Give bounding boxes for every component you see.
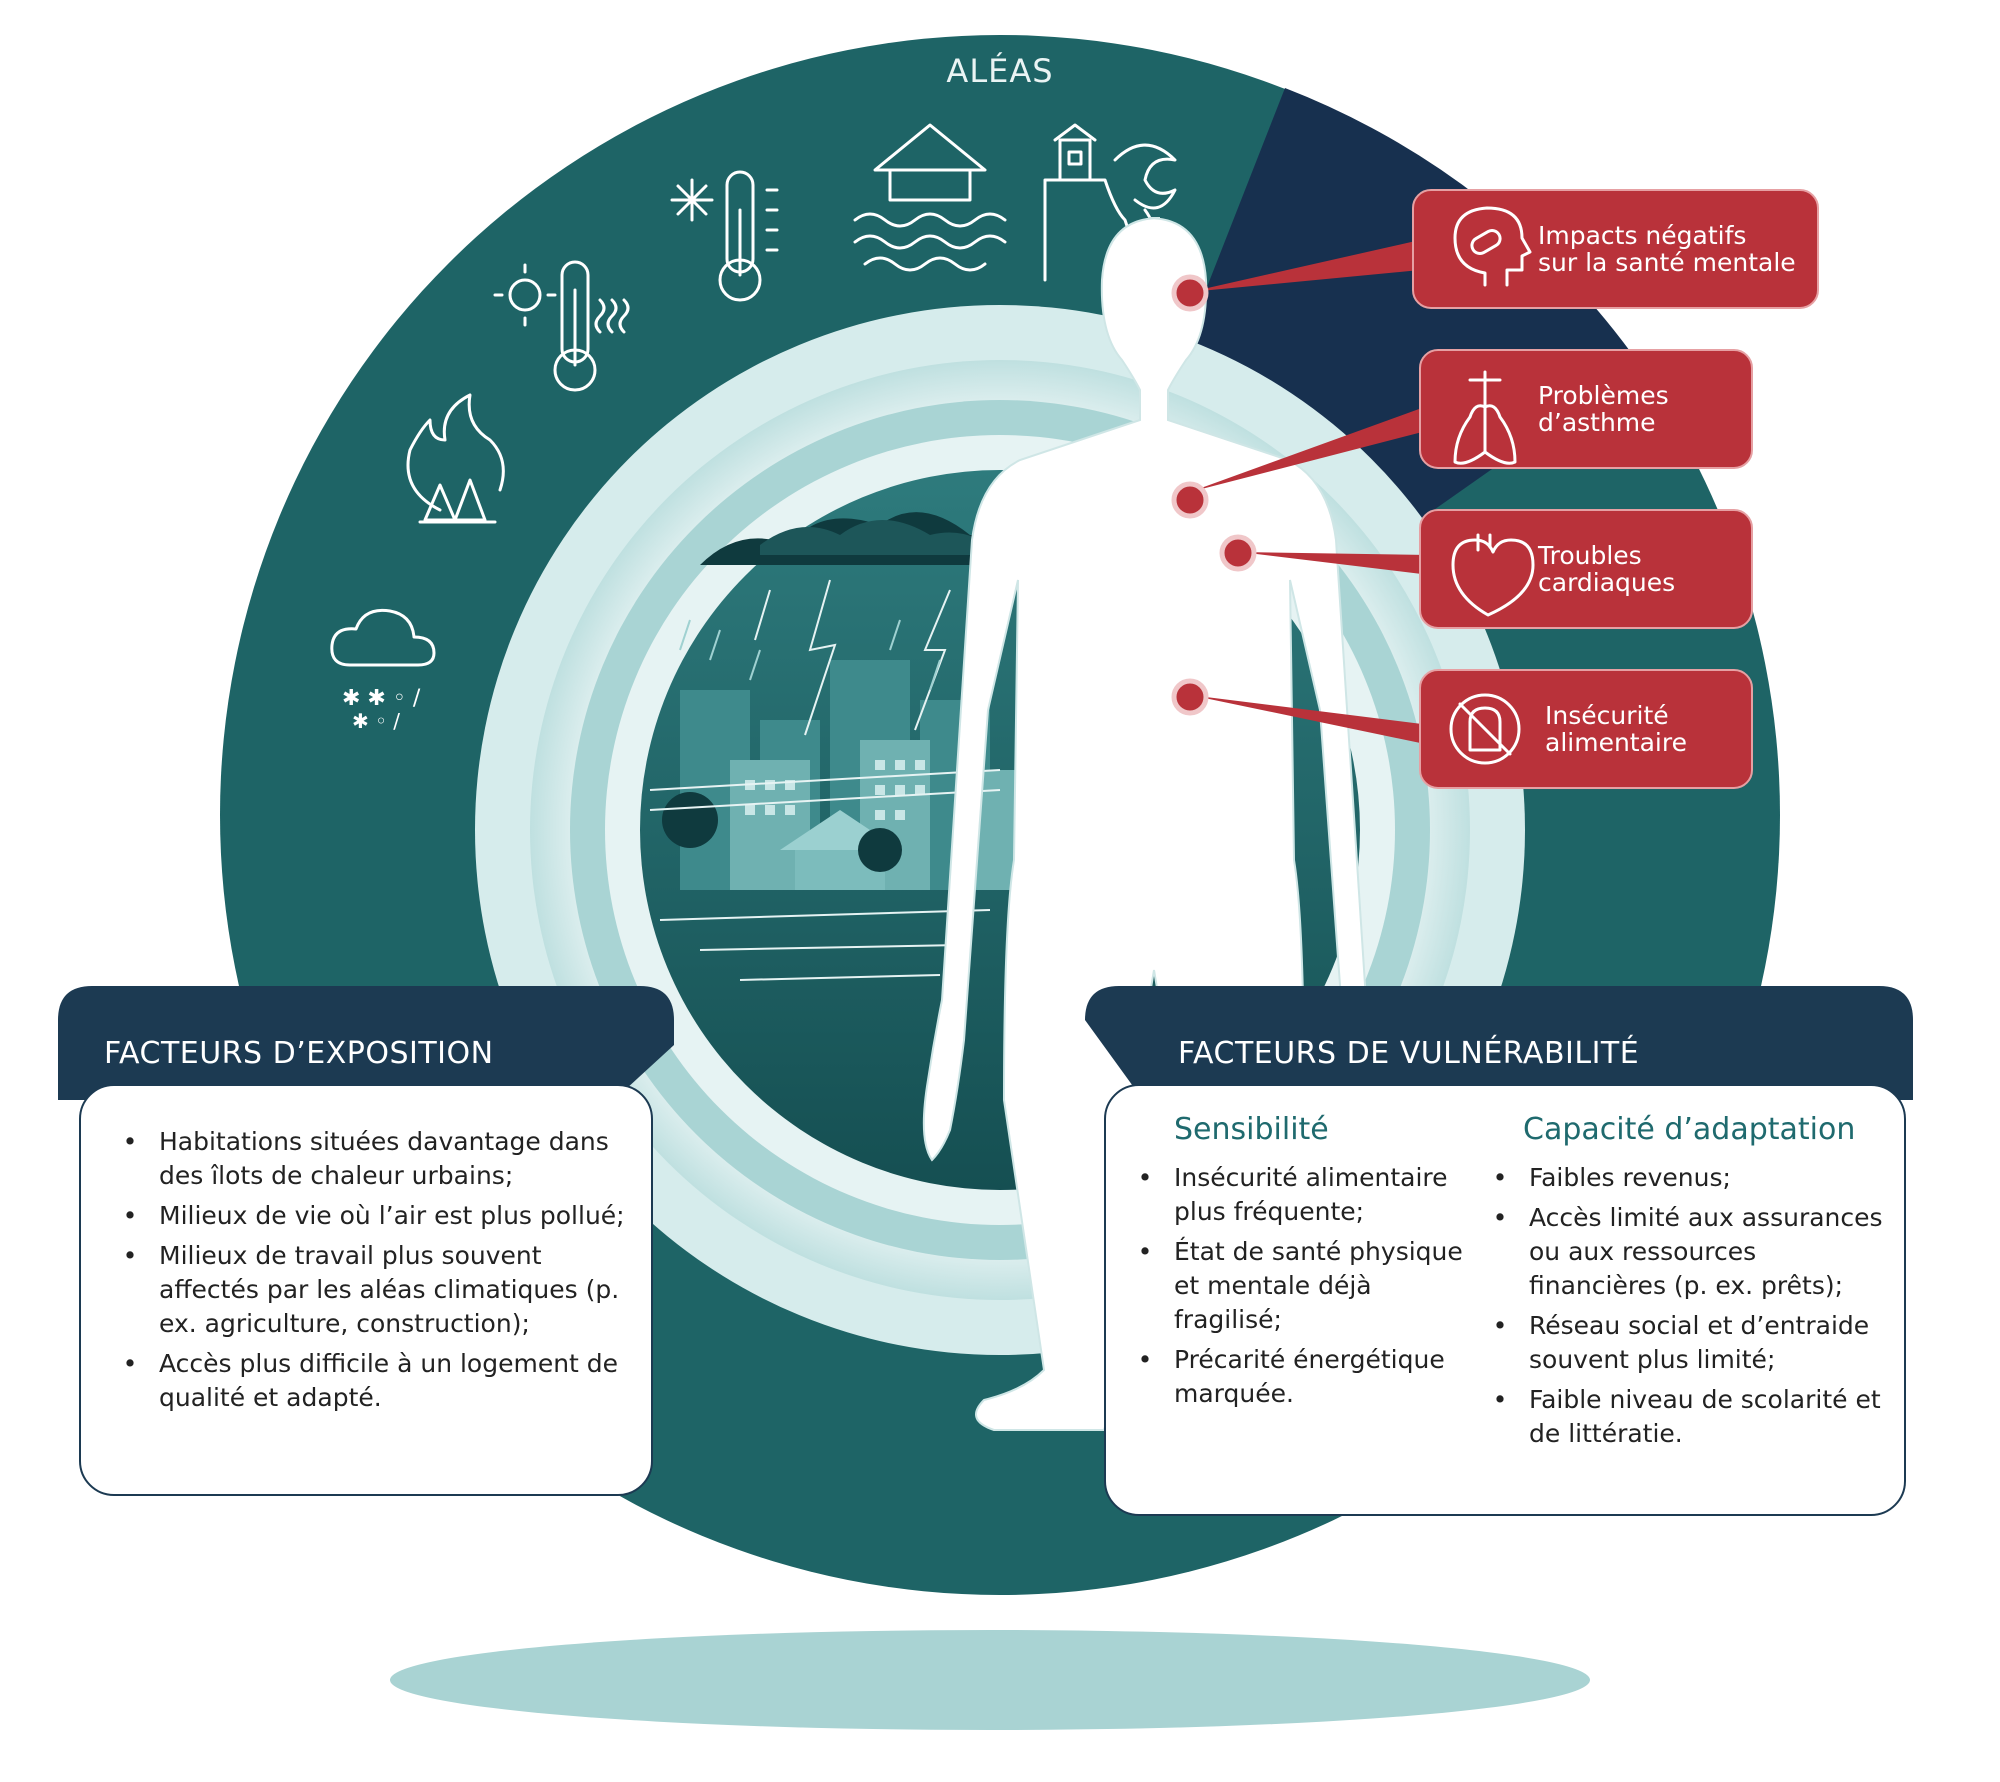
sensibility-title: Sensibilité — [1174, 1112, 1329, 1147]
flood-icon — [853, 123, 1007, 272]
svg-text:✱ ◦ /: ✱ ◦ / — [352, 709, 400, 733]
body-point-head — [1171, 274, 1209, 312]
lungs-icon — [1453, 370, 1517, 465]
impact-line: Problèmes — [1538, 381, 1669, 410]
vulnerability-panel-title: FACTEURS DE VULNÉRABILITÉ — [1178, 1036, 1640, 1071]
storm-city-scene — [649, 512, 1030, 981]
sensibility-list: Insécurité alimentaire plus fréquente; É… — [1130, 1161, 1480, 1411]
list-item: Habitations situées davantage dans des î… — [115, 1125, 635, 1193]
impact-line: sur la santé mentale — [1538, 248, 1796, 277]
impact-label-mental: Impacts négatifs sur la santé mentale — [1538, 222, 1796, 276]
impact-line: Insécurité — [1545, 701, 1669, 730]
list-item: Milieux de travail plus souvent affectés… — [115, 1239, 635, 1341]
impact-label-cardiac: Troubles cardiaques — [1538, 542, 1675, 596]
exposure-list: Habitations situées davantage dans des î… — [115, 1125, 635, 1415]
impact-label-food: Insécurité alimentaire — [1545, 702, 1687, 756]
hazards-title: ALÉAS — [946, 52, 1054, 90]
list-item: Insécurité alimentaire plus fréquente; — [1130, 1161, 1480, 1229]
cold-thermometer-icon — [670, 170, 779, 302]
adaptation-title: Capacité d’adaptation — [1523, 1112, 1856, 1147]
body-point-heart — [1219, 534, 1257, 572]
connector-cardiac — [1240, 552, 1430, 575]
connector-food — [1190, 695, 1430, 745]
heart-icon — [1451, 533, 1535, 617]
exposure-panel-header — [58, 986, 674, 1100]
connector-mental — [1190, 240, 1420, 292]
mental-health-head-icon — [1453, 206, 1532, 287]
list-item: Faibles revenus; — [1485, 1161, 1890, 1195]
svg-text:✱ ✱ ◦ /: ✱ ✱ ◦ / — [342, 686, 421, 711]
vulnerability-panel-header — [1085, 986, 1913, 1100]
heat-thermometer-icon — [493, 260, 630, 392]
impact-line: Impacts négatifs — [1538, 221, 1747, 250]
impact-box-cardiac — [1419, 509, 1753, 629]
impact-line: d’asthme — [1538, 408, 1656, 437]
adaptation-list: Faibles revenus; Accès limité aux assura… — [1485, 1161, 1890, 1451]
list-item: Accès plus difficile à un logement de qu… — [115, 1347, 635, 1415]
list-item: Milieux de vie où l’air est plus pollué; — [115, 1199, 635, 1233]
exposure-panel-title: FACTEURS D’EXPOSITION — [104, 1036, 494, 1071]
list-item: Accès limité aux assurances ou aux resso… — [1485, 1201, 1890, 1303]
impact-line: alimentaire — [1545, 728, 1687, 757]
exposure-list-container: Habitations situées davantage dans des î… — [115, 1125, 635, 1421]
adaptation-column: Capacité d’adaptation Faibles revenus; A… — [1485, 1112, 1890, 1457]
sensibility-column: Sensibilité Insécurité alimentaire plus … — [1130, 1112, 1480, 1417]
list-item: Précarité énergétique marquée. — [1130, 1343, 1480, 1411]
wildfire-icon — [406, 393, 505, 524]
ground-shadow — [390, 1630, 1590, 1730]
impact-line: Troubles — [1538, 541, 1642, 570]
body-point-stomach — [1171, 678, 1209, 716]
list-item: Réseau social et d’entraide souvent plus… — [1485, 1309, 1890, 1377]
impact-label-asthma: Problèmes d’asthme — [1538, 382, 1669, 436]
connector-asthma — [1190, 405, 1430, 492]
impact-box-asthma — [1419, 349, 1753, 469]
list-item: État de santé physique et mentale déjà f… — [1130, 1235, 1480, 1337]
impact-line: cardiaques — [1538, 568, 1676, 597]
list-item: Faible niveau de scolarité et de littéra… — [1485, 1383, 1890, 1451]
body-point-lungs — [1171, 481, 1209, 519]
no-bread-icon — [1449, 693, 1521, 765]
impact-box-mental — [1412, 189, 1819, 309]
snow-cloud-icon: ✱ ✱ ◦ / ✱ ◦ / — [330, 608, 436, 733]
